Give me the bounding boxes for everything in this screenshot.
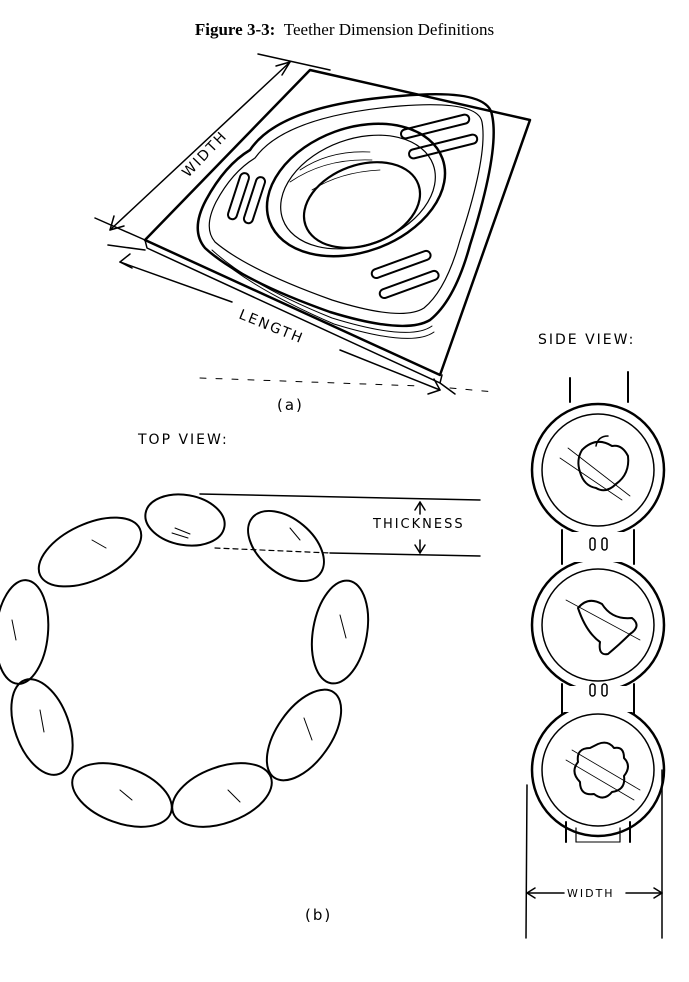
length-label-a: LENGTH — [237, 307, 307, 348]
length-dashed-guide — [199, 377, 496, 393]
side-disc-3 — [530, 702, 666, 838]
length-arrowhead-right — [427, 378, 441, 395]
teether-ring-outer — [265, 122, 447, 258]
teether-ring-shading — [289, 151, 381, 191]
side-disc-3-inner — [541, 713, 655, 827]
width-dimension-side: WIDTH — [525, 769, 663, 939]
side-view-label: SIDE VIEW: — [538, 332, 635, 348]
bird-shape — [577, 599, 638, 656]
bead-2 — [247, 509, 325, 583]
side-width-label: WIDTH — [567, 887, 615, 900]
teether-slot-1 — [400, 113, 471, 140]
apple-stem — [595, 435, 609, 447]
thickness-arrowhead-bottom — [414, 544, 426, 554]
side-slot-1 — [589, 537, 596, 551]
thickness-label: THICKNESS — [372, 517, 465, 532]
bead-5 — [171, 762, 273, 828]
apple-shape — [577, 440, 630, 492]
side-width-arrowhead-right — [653, 887, 663, 899]
teether-body-outline — [196, 92, 495, 328]
side-disc-2 — [530, 557, 666, 693]
bead-6 — [71, 762, 173, 828]
teether-3d-drawing — [143, 68, 532, 384]
bead-shading — [11, 527, 347, 803]
thickness-dimension: THICKNESS — [199, 493, 481, 557]
panel-b-label: (b) — [305, 906, 332, 924]
side-disc-1-inner — [541, 413, 655, 527]
teether-base-plate — [143, 68, 532, 377]
figure-title-prefix: Figure 3-3: — [194, 20, 276, 39]
side-shading — [559, 447, 641, 801]
bead-1 — [144, 493, 226, 547]
thickness-arrowhead-top — [414, 501, 426, 511]
width-arrowhead-bottom — [109, 215, 125, 231]
bead-4 — [265, 688, 343, 782]
bead-3 — [310, 579, 370, 685]
bead-8 — [0, 579, 50, 685]
teether-ring-hole — [302, 161, 422, 249]
side-slot-2 — [601, 537, 608, 551]
figure-title-text: Teether Dimension Definitions — [283, 20, 495, 39]
top-view-label: TOP VIEW: — [137, 432, 229, 448]
teether-bottom-edge-2 — [215, 255, 435, 339]
thickness-dashed-line — [214, 547, 331, 554]
width-dimension-a: WIDTH — [94, 53, 331, 241]
teether-top-view — [0, 493, 370, 828]
length-arrowhead-left — [119, 253, 133, 269]
side-disc-1 — [530, 402, 666, 538]
teether-slot-6 — [242, 176, 267, 225]
bead-7 — [10, 678, 74, 776]
side-width-arrowhead-left — [526, 887, 536, 899]
teether-slot-3 — [370, 249, 432, 280]
side-disc-2-inner — [541, 568, 655, 682]
teether-slot-2 — [408, 133, 479, 160]
side-slot-4 — [601, 683, 608, 697]
teether-slot-5 — [226, 172, 251, 221]
teether-slot-4 — [378, 269, 440, 300]
teether-side-view — [530, 371, 666, 843]
panel-a-label: (a) — [277, 396, 304, 414]
width-arrowhead-top — [275, 61, 291, 76]
teether-base-edge — [144, 239, 443, 384]
bead-9 — [37, 516, 143, 588]
figure-title: Figure 3-3: Teether Dimension Definition… — [0, 20, 689, 40]
side-slot-3 — [589, 683, 596, 697]
teether-rim — [208, 104, 484, 315]
teether-bottom-edge — [211, 249, 433, 333]
